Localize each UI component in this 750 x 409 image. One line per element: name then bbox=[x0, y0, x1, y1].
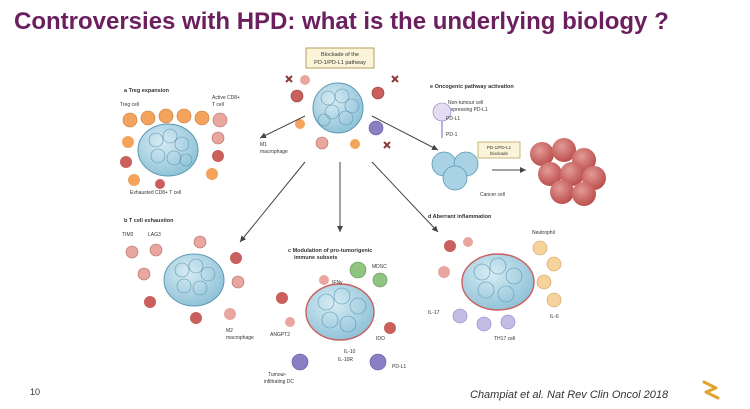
panel-a-tumour bbox=[137, 123, 199, 177]
panel-d-neutrophil: Neutrophil bbox=[532, 230, 555, 236]
panel-e-cancer-cluster bbox=[530, 138, 606, 206]
panel-d-th17: TH17 cell bbox=[494, 336, 515, 342]
panel-e-blockade-2: blockade bbox=[490, 151, 509, 156]
center-box-line-2: PD-1/PD-L1 pathway bbox=[314, 60, 366, 66]
panel-c-il10r: IL-10R bbox=[338, 357, 353, 363]
m1-label-1: M1 bbox=[260, 142, 267, 148]
citation: Champiat et al. Nat Rev Clin Oncol 2018 bbox=[470, 389, 669, 401]
panel-e-nontumour-1: Non-tumour cell bbox=[448, 100, 483, 106]
panel-a-cells bbox=[120, 108, 228, 189]
panel-c-angpt2: ANGPT2 bbox=[270, 332, 290, 338]
panel-e-cancer: Cancer cell bbox=[480, 192, 505, 198]
arrows bbox=[239, 115, 439, 243]
panel-b-m2-1: M2 bbox=[226, 328, 233, 334]
company-logo bbox=[702, 380, 720, 400]
panel-c-tidc-2: infiltrating DC bbox=[264, 379, 294, 385]
hpd-biology-figure: Blockade of the PD-1/PD-L1 pathway M1 ma… bbox=[120, 47, 606, 385]
panel-a-title: a Treg expansion bbox=[124, 88, 170, 94]
panel-e-nontumour-2: expressing PD-L1 bbox=[448, 107, 488, 113]
page-number: 10 bbox=[30, 387, 41, 397]
panel-c-ifng: IFNγ bbox=[332, 280, 343, 286]
panel-d-il17: IL-17 bbox=[428, 310, 440, 316]
panel-e-blockade-box: PD-1/PD-L1 blockade bbox=[477, 141, 521, 159]
panel-b-tumour bbox=[163, 253, 225, 307]
panel-c-pdl1: PD-L1 bbox=[392, 364, 406, 370]
panel-e-title: e Oncogenic pathway activation bbox=[430, 84, 514, 90]
panel-d-tumour bbox=[461, 253, 535, 311]
panel-c-ido: IDO bbox=[376, 336, 385, 342]
slide-title: Controversies with HPD: what is the unde… bbox=[14, 8, 669, 35]
center-tumour bbox=[312, 82, 364, 134]
panel-b-m2-2: macrophage bbox=[226, 335, 254, 341]
panel-b-lag3: LAG3 bbox=[148, 232, 161, 238]
panel-e-cells bbox=[431, 102, 479, 191]
panel-d-title: d Aberrant inflammation bbox=[428, 214, 492, 220]
panel-b-title: b T cell exhaustion bbox=[124, 218, 174, 224]
center-immune-cells bbox=[285, 75, 399, 150]
panel-a-exhausted: Exhausted CD8+ T cell bbox=[130, 190, 181, 196]
panel-b-tim3: TIM3 bbox=[122, 232, 134, 238]
panel-e-pd1: PD-1 bbox=[446, 132, 458, 138]
panel-c-mdsc: MDSC bbox=[372, 264, 387, 270]
panel-c-title-1: c Modulation of pro-tumorigenic bbox=[288, 248, 372, 254]
center-box: Blockade of the PD-1/PD-L1 pathway bbox=[305, 47, 375, 69]
panel-d-il6: IL-6 bbox=[550, 314, 559, 320]
panel-a-active-1: Active CD8+ bbox=[212, 95, 240, 101]
m1-label-2: macrophage bbox=[260, 149, 288, 155]
panel-c-tidc-1: Tumour- bbox=[268, 372, 287, 378]
panel-e-blockade-1: PD-1/PD-L1 bbox=[487, 145, 512, 150]
panel-b-cells bbox=[125, 235, 245, 324]
panel-a-treg: Treg cell bbox=[120, 102, 139, 108]
panel-c-title-2: immune subsets bbox=[294, 255, 337, 261]
panel-e-pdl1: PD-L1 bbox=[446, 116, 460, 122]
center-box-line-1: Blockade of the bbox=[321, 52, 359, 58]
panel-c-il10: IL-10 bbox=[344, 349, 356, 355]
panel-a-active-2: T cell bbox=[212, 102, 224, 108]
panel-c-tumour bbox=[305, 283, 375, 341]
panel-c-cells bbox=[276, 261, 396, 371]
panel-d-cells bbox=[438, 237, 562, 332]
